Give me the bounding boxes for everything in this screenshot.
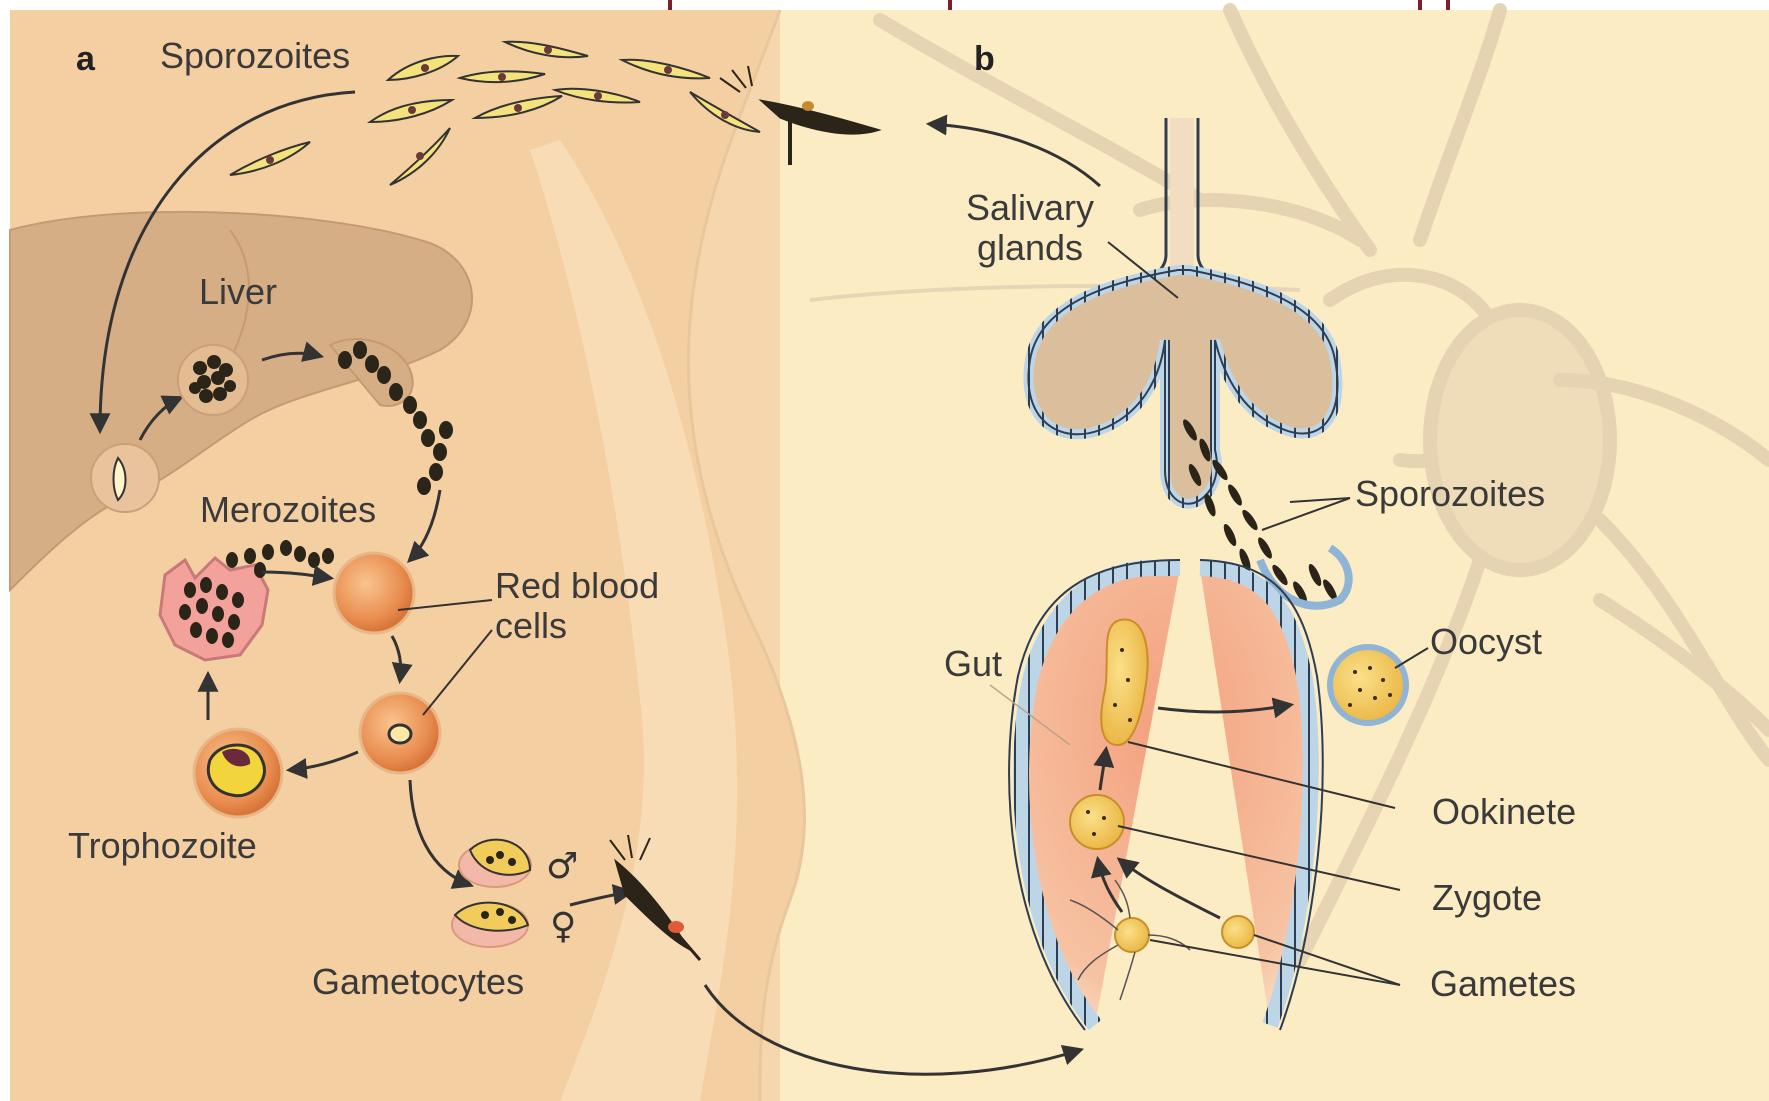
male-gamete (1115, 918, 1149, 952)
ring-stage-parasite (389, 725, 411, 743)
header-bar-segment (1418, 0, 1422, 10)
female-gamete (1222, 916, 1254, 948)
label-gut: Gut (944, 644, 1002, 684)
label-red-blood-cells-line1: Red blood (495, 566, 659, 606)
panel-a-letter: a (76, 40, 95, 79)
female-symbol: ♀ (550, 906, 576, 947)
label-gametocytes: Gametocytes (312, 962, 524, 1002)
salivary-duct-wall (1170, 118, 1194, 278)
label-red-blood-cells-line2: cells (495, 606, 659, 646)
female-gametocyte (452, 903, 528, 947)
header-bar-segment (948, 0, 952, 10)
label-gametes: Gametes (1430, 964, 1576, 1004)
label-liver: Liver (199, 272, 277, 312)
header-bar-segment (668, 0, 672, 10)
label-trophozoite: Trophozoite (68, 826, 257, 866)
label-salivary-glands-line2: glands (966, 228, 1094, 268)
label-ookinete: Ookinete (1432, 792, 1576, 832)
label-oocyst: Oocyst (1430, 622, 1542, 662)
label-sporozoites-human: Sporozoites (160, 36, 350, 76)
zygote (1070, 795, 1124, 849)
label-salivary-glands-line1: Salivary (966, 188, 1094, 228)
label-merozoites: Merozoites (200, 490, 376, 530)
label-red-blood-cells: Red blood cells (495, 566, 659, 647)
header-bar-segment (1446, 0, 1450, 10)
male-symbol: ♂ (546, 846, 578, 887)
label-sporozoites-mosquito: Sporozoites (1355, 474, 1545, 514)
label-zygote: Zygote (1432, 878, 1542, 918)
oocyst (1330, 647, 1406, 723)
label-salivary-glands: Salivary glands (966, 188, 1094, 269)
panel-b-letter: b (974, 40, 995, 79)
red-blood-cell (334, 553, 414, 633)
